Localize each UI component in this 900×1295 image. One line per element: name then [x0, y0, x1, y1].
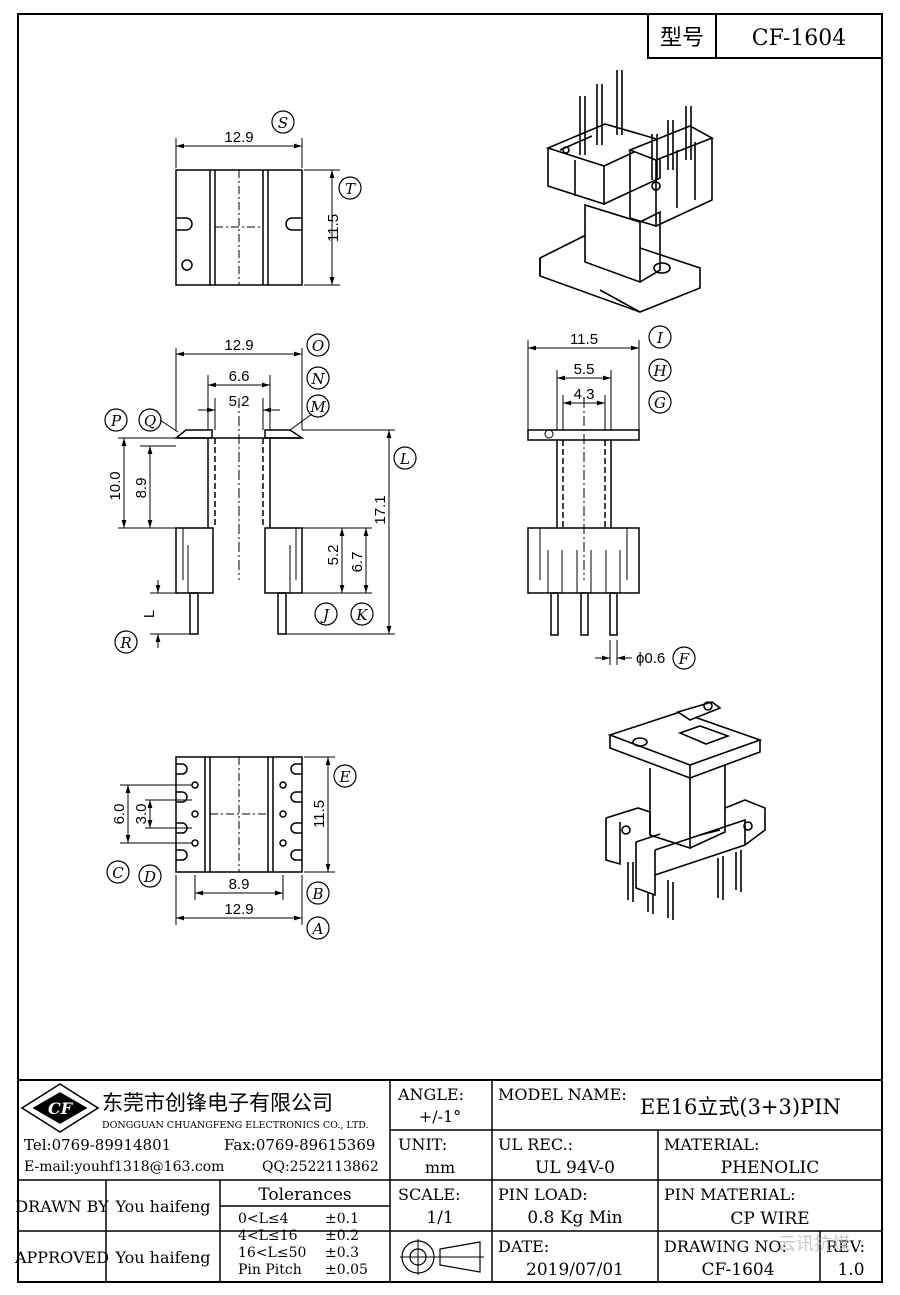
tag-q: Q: [144, 412, 156, 430]
front-h171-dim: 17.1: [372, 495, 389, 524]
ul-value: UL 94V-0: [535, 1158, 615, 1178]
model-label: 型号: [660, 26, 704, 51]
front-h89-dim: 8.9: [133, 478, 150, 499]
front-core-dim: 5.2: [229, 393, 250, 410]
rev-label: REV:: [826, 1237, 865, 1256]
tag-e: E: [339, 768, 351, 786]
tag-h: H: [652, 362, 667, 380]
model-name-label: MODEL NAME:: [498, 1085, 627, 1104]
iso-view-bottom: [605, 701, 766, 920]
logo-text: CF: [48, 1099, 74, 1118]
pin-load-value: 0.8 Kg Min: [527, 1208, 622, 1228]
tag-i: I: [656, 329, 664, 347]
tag-l: L: [399, 450, 410, 468]
tol-value-3: ±0.3: [325, 1245, 359, 1261]
pin-load-label: PIN LOAD:: [498, 1185, 588, 1204]
front-h10-dim: 10.0: [107, 471, 124, 500]
tol-range-1: 0<L≤4: [238, 1211, 289, 1227]
tag-b: B: [311, 885, 323, 903]
tol-range-4: Pin Pitch: [238, 1262, 302, 1278]
drawn-by-label: DRAWN BY: [15, 1197, 109, 1216]
tag-o: O: [312, 337, 324, 355]
company-en: DONGGUAN CHUANGFENG ELECTRONICS CO., LTD…: [102, 1120, 369, 1131]
date-value: 2019/07/01: [526, 1260, 624, 1280]
drawing-no-value: CF-1604: [701, 1260, 774, 1280]
model-value: CF-1604: [752, 26, 847, 51]
side-43-dim: 4.3: [574, 386, 595, 403]
tol-range-2: 4<L≤16: [238, 1228, 298, 1244]
tolerance-table: 0<L≤4 ±0.1 4<L≤16 ±0.2 16<L≤50 ±0.3 Pin …: [238, 1211, 368, 1278]
pin-material-label: PIN MATERIAL:: [664, 1185, 796, 1204]
front-tags: O N M P Q L J K R: [110, 337, 410, 652]
tag-j: J: [320, 606, 330, 624]
bottom-pitch6-dim: 6.0: [111, 804, 128, 825]
top-width-dim: 12.9: [224, 129, 253, 146]
drawn-by-value: You haifeng: [114, 1197, 210, 1216]
tag-p: P: [110, 412, 122, 430]
rev-value: 1.0: [837, 1260, 864, 1280]
side-55-dim: 5.5: [574, 361, 595, 378]
iso-view-top: [539, 70, 714, 313]
qq: QQ:2522113862: [262, 1159, 379, 1175]
front-lead-dim: L: [141, 610, 158, 618]
bottom-pitch3-dim: 3.0: [133, 804, 150, 825]
side-view: [527, 325, 696, 670]
tag-a: A: [311, 920, 324, 938]
material-value: PHENOLIC: [721, 1158, 820, 1178]
tag-g: G: [654, 394, 666, 412]
unit-label: UNIT:: [398, 1135, 447, 1154]
tag-f: F: [678, 650, 690, 668]
approved-value: You haifeng: [114, 1248, 210, 1267]
front-width-dim: 12.9: [224, 337, 253, 354]
header-model-box: 型号 CF-1604: [647, 13, 883, 59]
fax: Fax:0769-89615369: [224, 1136, 375, 1154]
email: E-mail:youhf1318@163.com: [24, 1159, 224, 1175]
tel: Tel:0769-89914801: [24, 1136, 171, 1154]
front-view: [104, 333, 417, 654]
top-view: [175, 110, 362, 286]
title-block: [18, 1079, 882, 1282]
bottom-view: [106, 756, 357, 940]
bottom-tags: E C D B A: [112, 768, 350, 938]
tolerances-label: Tolerances: [258, 1185, 351, 1205]
sheet-border: [17, 13, 883, 1283]
date-label: DATE:: [498, 1237, 549, 1256]
bottom-width-dim: 12.9: [224, 901, 253, 918]
model-name-value: EE16立式(3+3)PIN: [640, 1095, 841, 1119]
tag-s: S: [278, 114, 288, 132]
scale-value: 1/1: [426, 1208, 453, 1228]
front-flange-dim: 6.6: [229, 368, 250, 385]
bottom-height-dim: 11.5: [311, 800, 328, 828]
pin-material-value: CP WIRE: [730, 1209, 809, 1229]
side-tags: I H G F: [652, 329, 689, 668]
angle-label: ANGLE:: [397, 1085, 464, 1104]
approved-label: APPROVED: [14, 1248, 109, 1267]
company-cn: 东莞市创锋电子有限公司: [102, 1091, 333, 1115]
tol-value-4: ±0.05: [325, 1262, 368, 1278]
drawing-no-label: DRAWING NO:: [664, 1237, 787, 1256]
tol-value-1: ±0.1: [325, 1211, 359, 1227]
angle-value: +/-1°: [419, 1107, 461, 1126]
pin-dia-dim: ϕ0.6: [636, 650, 665, 667]
material-label: MATERIAL:: [664, 1135, 759, 1154]
watermark: 云讯抗煤: [778, 1234, 850, 1255]
ul-label: UL REC.:: [498, 1135, 573, 1154]
unit-value: mm: [425, 1158, 455, 1177]
front-h52-dim: 5.2: [325, 545, 342, 566]
tag-m: M: [309, 398, 326, 416]
top-height-dim: 11.5: [325, 214, 342, 242]
tag-t: T: [345, 180, 356, 198]
scale-label: SCALE:: [398, 1185, 460, 1204]
tol-range-3: 16<L≤50: [238, 1245, 306, 1261]
tag-k: K: [355, 606, 368, 624]
tag-n: N: [310, 370, 325, 388]
side-width-dim: 11.5: [570, 331, 598, 348]
tag-r: R: [119, 634, 131, 652]
tag-c: C: [112, 864, 124, 882]
tag-d: D: [143, 868, 156, 886]
tol-value-2: ±0.2: [325, 1228, 359, 1244]
bottom-inner-dim: 8.9: [229, 876, 250, 893]
front-h67-dim: 6.7: [349, 552, 366, 573]
